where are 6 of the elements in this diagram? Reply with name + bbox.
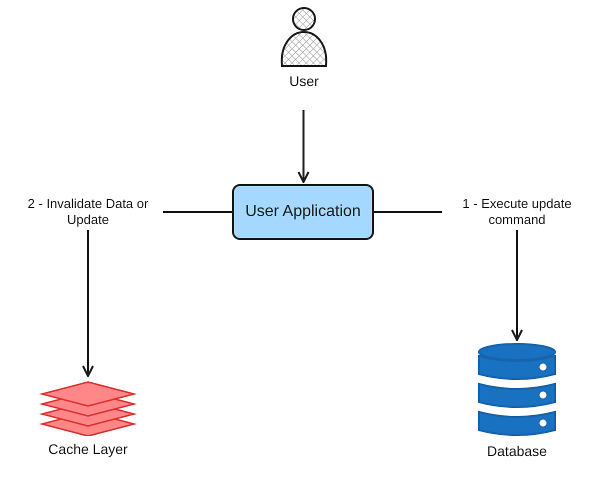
arrow bbox=[298, 110, 310, 183]
node-label: User Application bbox=[245, 202, 361, 222]
process-box bbox=[232, 184, 374, 240]
node-label: Database bbox=[487, 442, 547, 460]
node-label: Cache Layer bbox=[48, 440, 128, 458]
node-label: User bbox=[289, 72, 319, 90]
